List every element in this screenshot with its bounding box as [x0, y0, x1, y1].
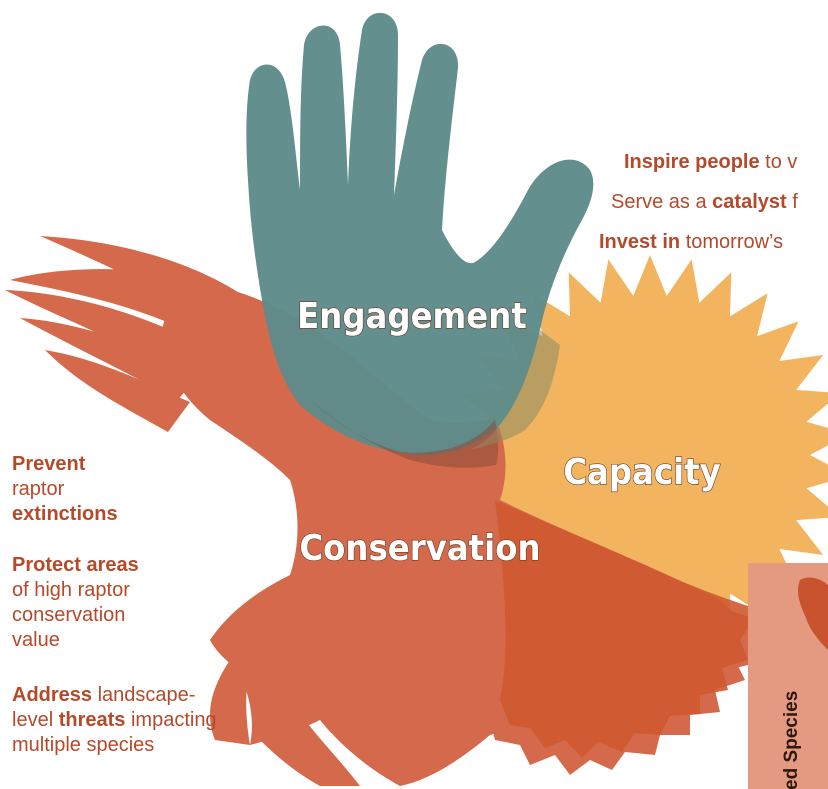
conservation-point-3-line2: level	[12, 709, 59, 731]
side-tab-bird-icon	[797, 577, 828, 650]
bird-feather-3	[20, 318, 200, 400]
overlap-bird-sun	[495, 500, 760, 758]
engagement-label: Engagement	[297, 296, 527, 337]
bird-tail-2	[210, 660, 250, 745]
conservation-label: Conservation	[299, 528, 540, 569]
bird-feather-4	[45, 350, 190, 432]
engagement-point-3: Invest in tomorrow’s	[599, 230, 783, 255]
conservation-point-1-bold: Prevent	[12, 453, 86, 475]
conservation-point-2-line4: value	[12, 629, 60, 651]
engagement-point-2: Serve as a catalyst f	[611, 190, 798, 215]
overlap-hand-bird	[300, 390, 499, 468]
conservation-point-2-line2: of high raptor	[12, 579, 130, 601]
conservation-point-1-bold2: extinctions	[12, 503, 118, 525]
conservation-point-2: Protect areas of high raptor conservatio…	[12, 553, 139, 653]
conservation-point-3-rest2: impacting	[125, 709, 217, 731]
engagement-point-2-pre: Serve as a	[611, 191, 713, 213]
engagement-point-1: Inspire people to v	[624, 150, 797, 175]
engagement-point-1-bold: Inspire people	[624, 151, 760, 173]
conservation-point-3: Address landscape- level threats impacti…	[12, 683, 217, 758]
engagement-point-2-rest: f	[786, 191, 798, 213]
conservation-point-3-bold: Address	[12, 684, 93, 706]
conservation-point-2-line3: conservation	[12, 604, 126, 626]
engagement-hand-shape	[246, 12, 594, 456]
conservation-point-3-line3: multiple species	[12, 734, 155, 756]
bird-tail-1	[260, 720, 360, 786]
engagement-point-1-rest: to v	[759, 151, 798, 173]
engagement-point-3-rest: tomorrow’s	[680, 231, 784, 253]
conservation-point-3-bold2: threats	[58, 709, 126, 731]
capacity-label: Capacity	[563, 452, 721, 493]
side-tab-label: ed Species	[781, 691, 802, 789]
engagement-point-3-bold: Invest in	[599, 231, 681, 253]
conservation-point-2-bold: Protect areas	[12, 554, 139, 576]
conservation-point-1: Prevent raptor extinctions	[12, 452, 118, 527]
overlap-hand-sun	[470, 330, 560, 450]
conservation-point-3-rest: landscape-	[92, 684, 196, 706]
conservation-point-1-line2: raptor	[12, 478, 65, 500]
endangered-species-tab: ed Species	[748, 563, 828, 789]
engagement-point-2-bold: catalyst	[712, 191, 787, 213]
